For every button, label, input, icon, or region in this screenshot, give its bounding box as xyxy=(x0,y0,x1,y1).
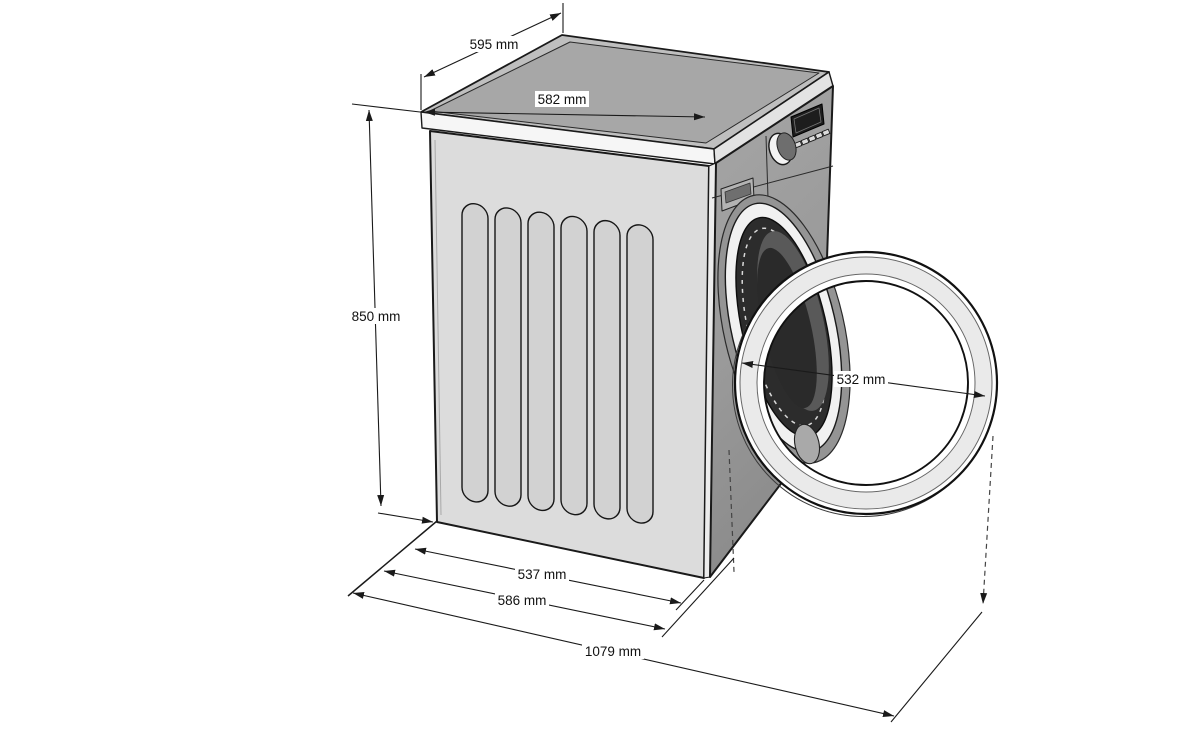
dimension-label: 595 mm xyxy=(470,37,519,52)
label-depth-with-door: 586 mm xyxy=(495,592,549,608)
label-background xyxy=(582,643,644,659)
control-button xyxy=(807,134,817,143)
door-hinge xyxy=(793,423,821,465)
label-background xyxy=(515,566,569,582)
label-depth-door-open: 1079 mm xyxy=(582,643,644,659)
program-knob-face xyxy=(776,132,797,161)
label-body-depth: 537 mm xyxy=(515,566,569,582)
control-panel xyxy=(768,103,831,166)
extension-line-rear xyxy=(347,520,438,597)
display-screen xyxy=(790,103,825,138)
washing-machine xyxy=(420,34,999,605)
label-background xyxy=(535,91,589,107)
dimension-labels: 595 mm 582 mm 850 mm 532 mm 537 mm 586 m… xyxy=(349,36,888,659)
dimension-label: 1079 mm xyxy=(585,644,641,659)
detergent-drawer-slot xyxy=(724,182,752,204)
control-band-vertical-line xyxy=(765,135,769,199)
projection-line-door-bulge xyxy=(728,449,735,573)
side-groove xyxy=(593,219,621,520)
projection-line-open-door xyxy=(980,435,994,605)
label-background xyxy=(834,371,888,387)
extension-line xyxy=(890,611,983,723)
extension-line xyxy=(377,512,434,524)
detergent-drawer xyxy=(720,177,755,212)
side-panel xyxy=(429,130,710,579)
control-button xyxy=(814,131,824,140)
dimension-label: 582 mm xyxy=(538,92,587,107)
side-panel-grooves xyxy=(461,203,654,524)
extension-line xyxy=(351,103,421,113)
side-groove xyxy=(461,203,489,503)
label-top-depth: 595 mm xyxy=(467,36,521,52)
door-ring-outer-detail xyxy=(739,256,993,510)
label-background xyxy=(495,592,549,608)
label-background xyxy=(467,36,521,52)
dimension-line xyxy=(423,108,706,121)
label-top-width: 582 mm xyxy=(535,91,589,107)
dimension-label: 537 mm xyxy=(518,567,567,582)
label-height: 850 mm xyxy=(349,308,403,324)
side-groove xyxy=(626,224,654,524)
dimension-top-width xyxy=(423,108,706,121)
control-button xyxy=(800,137,810,146)
side-groove xyxy=(560,215,588,516)
display-screen-border xyxy=(793,107,822,134)
dimension-label: 586 mm xyxy=(498,593,547,608)
side-panel-back-edge-line xyxy=(434,139,442,516)
side-groove xyxy=(494,207,522,507)
dimension-depth-door-open xyxy=(352,592,983,723)
door-ring-outer-edge xyxy=(733,250,999,516)
label-background xyxy=(349,308,403,324)
dimension-label: 532 mm xyxy=(837,372,886,387)
side-groove xyxy=(527,211,555,512)
label-door-diameter: 532 mm xyxy=(834,371,888,387)
control-button xyxy=(821,128,831,137)
dimension-label: 850 mm xyxy=(352,309,401,324)
